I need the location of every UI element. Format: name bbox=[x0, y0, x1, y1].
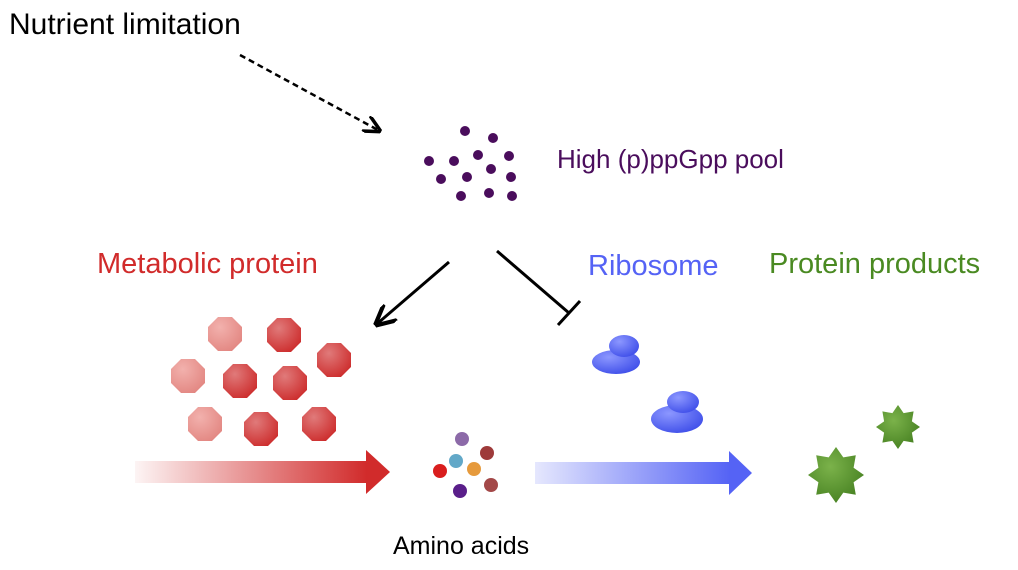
activation-arrow bbox=[378, 260, 450, 323]
amino-acids-label: Amino acids bbox=[393, 532, 530, 560]
ppgpp-pool-label: High (p)ppGpp pool bbox=[557, 144, 784, 174]
protein-products-label: Protein products bbox=[769, 248, 981, 280]
ribosomes-icon bbox=[592, 335, 703, 433]
nutrient-limitation-label: Nutrient limitation bbox=[9, 8, 241, 41]
metabolic-protein-label: Metabolic protein bbox=[97, 248, 318, 280]
ppgpp-molecules-icon bbox=[424, 126, 517, 201]
metabolism-arrow bbox=[135, 450, 390, 494]
metabolic-proteins-icon bbox=[171, 317, 351, 446]
ribosome-label: Ribosome bbox=[588, 250, 719, 282]
inhibition-line bbox=[496, 249, 582, 327]
protein-products-icon bbox=[808, 405, 920, 503]
nutrient-arrow bbox=[239, 53, 378, 130]
translation-arrow bbox=[535, 451, 752, 495]
amino-acids-icon bbox=[433, 432, 498, 498]
